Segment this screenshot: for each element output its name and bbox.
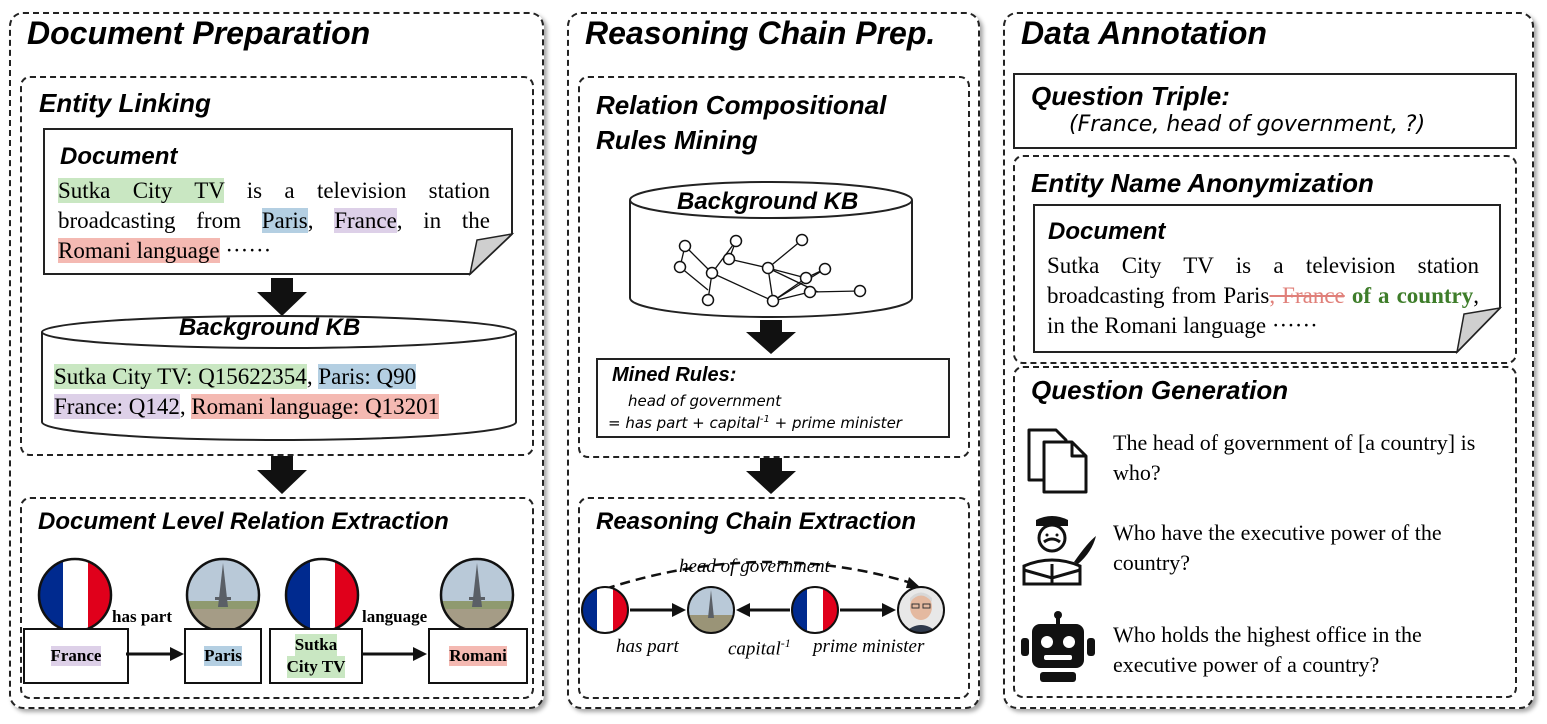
question-1: The head of government of [a country] is…: [1113, 430, 1476, 485]
right-arrow-icon: [126, 647, 184, 661]
entity-france: France: [334, 208, 397, 233]
relation-extraction-title: Document Level Relation Extraction: [38, 508, 449, 535]
mined-rules-line2-a: = has part + capital: [608, 414, 760, 432]
writer-icon: [1022, 516, 1096, 586]
kb-title: Background KB: [179, 314, 361, 341]
mined-rules-line2-b: + prime minister: [769, 414, 902, 432]
question-triple-box: [1013, 73, 1517, 149]
anonymized-document-title: Document: [1048, 218, 1166, 245]
chain-label-capital-sup: -1: [780, 636, 791, 650]
entity-paris: Paris: [261, 208, 308, 233]
relation-label-language: language: [362, 607, 428, 626]
document-text-1: is a television station broadcasting fro…: [58, 178, 491, 233]
anonymized-text-1: Sutka City TV is a television station br…: [1047, 253, 1479, 308]
kb-romani: Romani language: Q13201: [191, 394, 440, 419]
replacement-text: of a country: [1351, 283, 1474, 308]
mined-rules-line2-sup: -1: [759, 414, 770, 425]
entity-box-paris-label: Paris: [204, 646, 242, 666]
kb-entries: Sutka City TV: Q15622354, Paris: Q90 Fra…: [54, 362, 504, 422]
mined-rules-box: [596, 358, 950, 438]
right-arrow-icon: [840, 603, 896, 617]
entity-box-sutka: Sutka City TV: [269, 628, 363, 684]
document-text: Sutka City TV is a television station br…: [58, 176, 490, 266]
relation-label-has-part: has part: [112, 607, 172, 626]
mined-rules-line2: = has part + capital-1 + prime minister: [608, 414, 902, 432]
documents-icon: [1027, 428, 1088, 494]
paris-photo-icon: [687, 586, 735, 634]
chain-top-arc: [604, 560, 922, 591]
document-text-4: ······: [219, 238, 272, 263]
entity-box-sutka-line2: City TV: [286, 656, 346, 678]
right-arrow-icon: [361, 647, 427, 661]
chain-label-prime-minister: prime minister: [813, 636, 925, 657]
anonymization-title: Entity Name Anonymization: [1031, 168, 1374, 198]
chain-label-capital-inverse: capital-1: [728, 636, 791, 660]
question-generation-title: Question Generation: [1031, 375, 1289, 405]
question-triple-title: Question Triple:: [1031, 81, 1230, 111]
anonymized-text-2: [1345, 283, 1352, 308]
robot-icon: [1021, 611, 1095, 682]
kb-sep-1: ,: [306, 364, 319, 389]
kb-graph-cylinder: [629, 181, 913, 318]
kb-paris: Paris: Q90: [318, 364, 417, 389]
document-text-3: , in the: [396, 208, 490, 233]
down-arrow-icon: [257, 278, 307, 316]
document-preparation-title: Document Preparation: [27, 15, 371, 51]
entity-linking-title: Entity Linking: [39, 88, 211, 118]
question-triple-value: (France, head of government, ?): [1069, 112, 1426, 137]
mined-rules-title: Mined Rules:: [612, 364, 737, 386]
question-3: Who holds the highest office in the exec…: [1113, 622, 1422, 677]
struck-entity: , France: [1269, 283, 1345, 308]
right-arrow-icon: [630, 603, 686, 617]
entity-box-romani-label: Romani: [449, 646, 507, 666]
entity-box-sutka-line1: Sutka: [294, 634, 338, 656]
document-text-2: ,: [307, 208, 335, 233]
paris-photo-icon: [439, 557, 515, 633]
chain-label-head-of-government: head of government: [679, 556, 830, 577]
france-flag-icon: [37, 557, 113, 633]
chain-label-capital: capital: [728, 638, 781, 660]
france-flag-icon: [791, 586, 839, 634]
down-arrow-icon: [746, 320, 796, 354]
person-photo-icon: [897, 586, 945, 634]
question-generation-box: [1013, 366, 1517, 698]
down-arrow-icon: [746, 458, 796, 494]
question-2: Who have the executive power of the coun…: [1113, 520, 1442, 575]
france-flag-icon: [581, 586, 629, 634]
kb-sutka: Sutka City TV: Q15622354: [54, 364, 307, 389]
anonymized-text-3: , in the Romani language ······: [1047, 283, 1480, 338]
kb-sep-2: ,: [179, 394, 192, 419]
entity-romani: Romani language: [58, 238, 220, 263]
data-annotation-title: Data Annotation: [1021, 15, 1267, 51]
entity-sutka: Sutka City TV: [58, 178, 225, 203]
chain-extraction-title: Reasoning Chain Extraction: [596, 508, 917, 535]
anonymized-document-card: [1033, 204, 1503, 354]
document-title: Document: [60, 143, 178, 170]
rules-mining-title-line1: Relation Compositional: [596, 90, 887, 120]
entity-box-paris: Paris: [184, 628, 262, 684]
anonymized-document-text: Sutka City TV is a television station br…: [1047, 251, 1479, 341]
chain-label-has-part: has part: [616, 636, 679, 657]
kb-france: France: Q142: [54, 394, 180, 419]
down-arrow-icon: [257, 456, 307, 494]
entity-box-france: France: [23, 628, 129, 684]
entity-box-france-label: France: [50, 646, 102, 666]
left-arrow-icon: [736, 603, 790, 617]
mined-rules-line1: head of government: [628, 392, 782, 410]
rules-kb-title: Background KB: [677, 188, 859, 215]
entity-box-romani: Romani: [428, 628, 528, 684]
paris-photo-icon: [185, 557, 261, 633]
france-flag-icon: [284, 557, 360, 633]
document-card: [43, 128, 515, 276]
rules-mining-title-line2: Rules Mining: [596, 125, 758, 155]
reasoning-chain-title: Reasoning Chain Prep.: [585, 15, 936, 51]
